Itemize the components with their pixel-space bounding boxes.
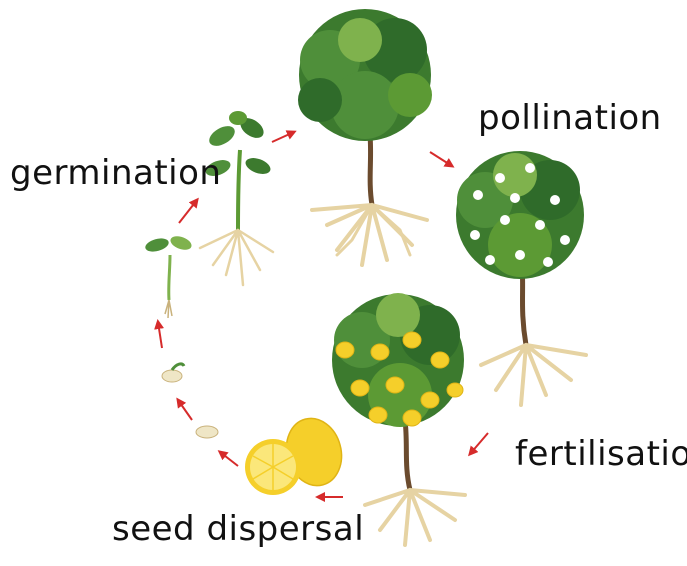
arrow-to-flowering-tree (430, 152, 452, 166)
seeds (162, 364, 218, 438)
label-fertilisation: fertilisation (515, 437, 687, 471)
arrow-to-seed (220, 452, 238, 466)
fruiting-tree (332, 293, 465, 545)
label-seed-dispersal: seed dispersal (112, 512, 364, 546)
young-plant (200, 111, 273, 285)
sprout-seedling (144, 234, 194, 318)
lemon-fruit (245, 412, 349, 495)
mature-tree (298, 9, 432, 265)
arrow-to-sprouting-seed (178, 400, 192, 420)
arrow-to-young-plant (179, 200, 197, 223)
label-germination: germination (10, 156, 221, 190)
arrow-to-fruiting-tree (470, 433, 488, 454)
label-pollination: pollination (478, 101, 662, 135)
flowering-tree (456, 151, 586, 405)
arrow-to-mature-tree (272, 132, 294, 142)
arrow-to-sprout (158, 322, 162, 348)
